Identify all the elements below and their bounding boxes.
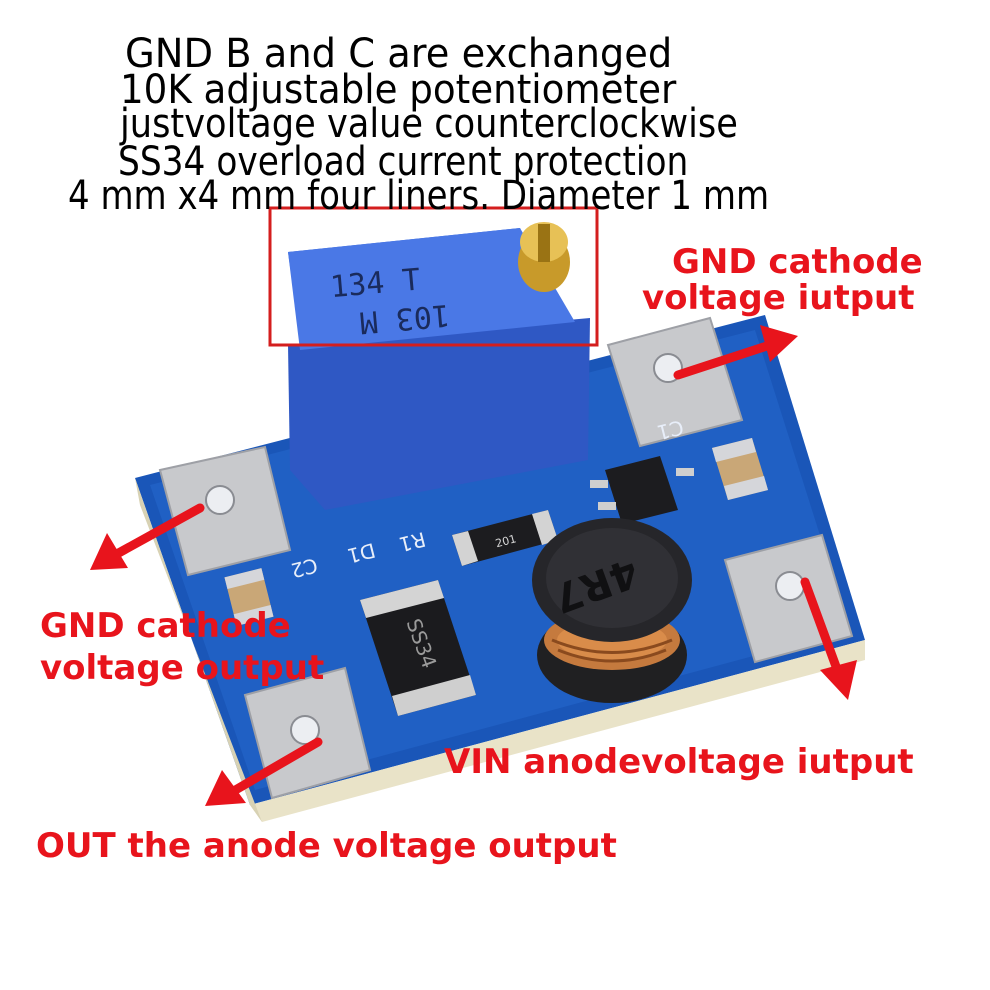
arrow-vin [800, 577, 857, 700]
label-gnd-left-line1: GND cathode [40, 606, 291, 646]
label-out: OUT the anode voltage output [36, 826, 617, 866]
arrow-out [205, 737, 323, 806]
spec-line-3: justvoltage value counterclockwise [120, 101, 738, 147]
resistor-marking: 201 [494, 532, 518, 550]
capacitor-c2 [224, 568, 274, 626]
spec-line-1: GND B and C are exchanged [125, 31, 673, 77]
label-vin: VIN anodevoltage iutput [444, 742, 914, 782]
arrow-gnd-right [673, 325, 798, 380]
regulator-chip [590, 456, 694, 524]
label-gnd-left-line2: voltage output [40, 648, 325, 688]
trimmer-potentiometer: 134 T 103 M [288, 228, 590, 510]
pot-marking-line1: 134 T [329, 262, 422, 305]
spec-line-5: 4 mm x4 mm four liners. Diameter 1 mm [68, 173, 770, 219]
diode-ss34: SS34 [360, 580, 476, 716]
potentiometer-highlight-box [268, 206, 599, 347]
label-gnd-right-line1: GND cathode [672, 242, 923, 282]
mounting-pad-top-left [158, 445, 292, 577]
label-gnd-right-line2: voltage iutput [642, 278, 915, 318]
pot-marking-line2: 103 M [358, 297, 451, 340]
arrow-gnd-left [90, 503, 205, 570]
inductor-4r7: 4R7 [532, 518, 692, 703]
spec-line-2: 10K adjustable potentiometer [120, 67, 677, 113]
resistor-r1: 201 [452, 510, 558, 566]
adjustment-screw [518, 222, 570, 292]
mounting-pad-top-right [606, 316, 744, 448]
capacitor-c1 [712, 438, 768, 500]
spec-line-4: SS34 overload current protection [118, 139, 689, 185]
